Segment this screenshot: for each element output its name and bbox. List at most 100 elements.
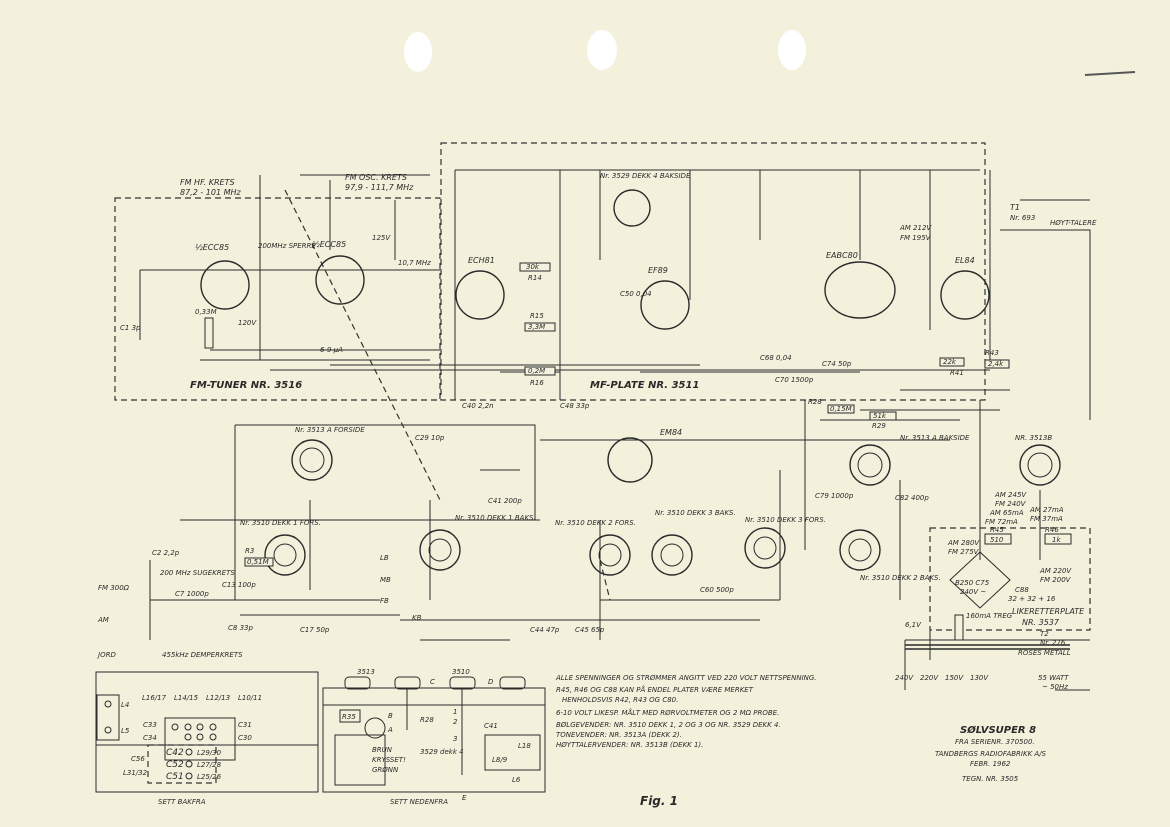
label: Nr. 693 — [1010, 214, 1035, 222]
tube-label: EM84 — [660, 428, 682, 437]
label: R14 — [528, 274, 542, 282]
label: A — [387, 726, 393, 734]
label: L5 — [121, 727, 130, 735]
label: L10/11 — [238, 694, 262, 702]
label: MB — [380, 576, 391, 584]
label: C48 33p — [560, 402, 590, 410]
label: L12/13 — [206, 694, 230, 702]
punch-hole — [404, 32, 432, 72]
label: AM 27mA — [1029, 506, 1064, 514]
switch-label: NR. 3513B — [1015, 434, 1052, 442]
tube-el84: EL84 — [940, 256, 990, 320]
label: R45 — [990, 526, 1004, 534]
label: R3 — [245, 547, 254, 555]
label: C79 1000p — [815, 492, 854, 500]
label: 130V — [970, 674, 989, 682]
figure-label: Fig. 1 — [640, 794, 678, 808]
component-labels: FM HF. KRETS 87,2 - 101 MHz FM OSC. KRET… — [96, 173, 1097, 691]
label: BRUN — [372, 746, 393, 754]
label: FM 240V — [995, 500, 1027, 508]
rectifier-label: LIKERETTERPLATE — [1012, 607, 1085, 616]
label: 10,7 MHz — [398, 259, 431, 267]
tube-label: ½ECC85 — [195, 243, 229, 252]
label: C70 1500p — [775, 376, 814, 384]
label: 2,4k — [988, 360, 1004, 368]
resistors — [204, 262, 1072, 641]
under-view: 3513 3510 C D R35 B A R28 1 2 3 C41 BRUN… — [322, 668, 546, 806]
label: FM HF. KRETS — [180, 178, 235, 187]
label: 510 — [990, 536, 1004, 544]
date: FEBR. 1962 — [970, 760, 1011, 768]
label: C41 200p — [488, 497, 522, 505]
label: R16 — [530, 379, 544, 387]
switch-label: Nr. 3510 DEKK 2 FORS. — [555, 519, 636, 527]
punch-hole — [587, 30, 617, 70]
title: SØLVSUPER 8 — [960, 724, 1036, 736]
note: 6-10 VOLT LIKESP. MÅLT MED RØRVOLTMETER … — [556, 708, 779, 717]
label: C60 500p — [700, 586, 734, 594]
label: 125V — [372, 234, 391, 242]
note: HENHOLDSVIS R42, R43 OG C80. — [562, 696, 678, 704]
label: AM 245V — [994, 491, 1027, 499]
label: 3513 — [357, 668, 375, 676]
mechanical-linkage — [284, 189, 611, 601]
note: BØLGEVENDER: NR. 3510 DEKK 1, 2 OG 3 OG … — [556, 721, 781, 729]
mf-plate-label: MF-PLATE NR. 3511 — [590, 380, 699, 391]
label: C56 — [131, 755, 145, 763]
label: B — [388, 712, 393, 720]
label: 51k — [873, 412, 887, 420]
switch-label: Nr. 3510 DEKK 1 FORS. — [240, 519, 321, 527]
label: ROSES METALL — [1018, 649, 1071, 657]
label: C45 65p — [575, 626, 605, 634]
label: L6 — [512, 776, 521, 784]
label: R28 — [420, 716, 434, 724]
tube-label: ½ECC85 — [312, 240, 346, 249]
switch-label: Nr. 3510 DEKK 2 BAKS. — [860, 574, 941, 582]
label: L14/15 — [174, 694, 199, 702]
label: 0,15M — [830, 405, 852, 413]
label: FM 275V — [948, 548, 980, 556]
label: C13 100p — [222, 581, 256, 589]
label: 455kHz DEMPERKRETS — [162, 651, 243, 659]
caption: SETT NEDENFRA — [390, 798, 448, 806]
label: 160mA TREG — [966, 612, 1013, 620]
label: C44 47p — [530, 626, 560, 634]
label: AM 220V — [1039, 567, 1072, 575]
label: 1 — [453, 708, 457, 716]
label: 30k — [526, 263, 540, 271]
label: FM 200V — [1040, 576, 1072, 584]
note: R45, R46 OG C88 KAN PÅ ENDEL PLATER VÆRE… — [556, 685, 754, 694]
label: 55 WATT — [1038, 674, 1069, 682]
label: C41 — [484, 722, 498, 730]
label: L31/32 — [123, 769, 148, 777]
label: L25/26 — [197, 773, 222, 781]
label: C88 — [1015, 586, 1029, 594]
label: C68 0,04 — [760, 354, 792, 362]
label: C82 400p — [895, 494, 929, 502]
label: 120V — [238, 319, 257, 327]
switch-label: Nr. 3510 DEKK 1 BAKS. — [455, 514, 536, 522]
label: C40 2,2n — [462, 402, 494, 410]
label: AM — [97, 616, 109, 624]
label: FM 72mA — [985, 518, 1018, 526]
label: 2 — [453, 718, 458, 726]
label: R29 — [872, 422, 886, 430]
label: L8/9 — [492, 756, 508, 764]
label: JORD — [96, 651, 116, 659]
notes: ALLE SPENNINGER OG STRØMMER ANGITT VED 2… — [555, 674, 817, 749]
tube-label: EL84 — [955, 256, 975, 265]
label: R28 — [808, 398, 822, 406]
label: FM 37mA — [1030, 515, 1063, 523]
note: TONEVENDER: NR. 3513A (DEKK 2). — [556, 731, 682, 739]
tube-em84: EM84 — [607, 428, 682, 483]
fm-tuner-board — [114, 197, 441, 401]
label: AM 65mA — [989, 509, 1024, 517]
label: R43 — [985, 349, 999, 357]
label: 6,1V — [905, 621, 922, 629]
label: B250 C75 — [955, 579, 990, 587]
label: C51 — [166, 772, 184, 782]
label: L4 — [121, 701, 129, 709]
tube-label: ECH81 — [468, 256, 495, 265]
title-block: SØLVSUPER 8 FRA SERIENR. 370500. TANDBER… — [935, 724, 1047, 783]
